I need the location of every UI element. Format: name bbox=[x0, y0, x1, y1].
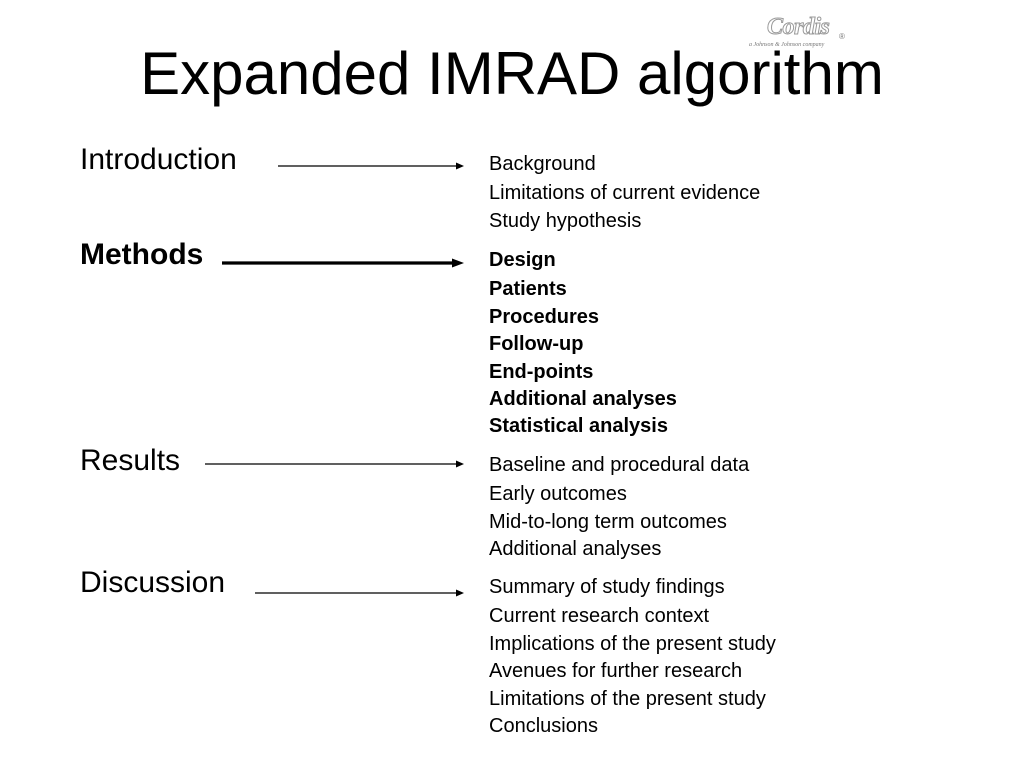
arrow-introduction bbox=[278, 162, 464, 170]
arrow-methods bbox=[222, 258, 464, 268]
section-label-results: Results bbox=[80, 444, 181, 477]
list-item: End-points bbox=[489, 360, 594, 383]
cordis-logo: Cordis ® a Johnson & Johnson company bbox=[745, 14, 855, 54]
arrow-results bbox=[205, 460, 464, 468]
list-item: Statistical analysis bbox=[489, 415, 668, 438]
list-item: Patients bbox=[489, 278, 567, 301]
list-item: Summary of study findings bbox=[489, 576, 725, 598]
logo-registered-mark: ® bbox=[839, 32, 845, 41]
list-item: Procedures bbox=[489, 305, 600, 328]
logo-wordmark: Cordis bbox=[766, 14, 830, 41]
arrow-discussion bbox=[255, 589, 464, 597]
items-results: Baseline and procedural data Early outco… bbox=[489, 452, 749, 564]
list-item: Early outcomes bbox=[489, 483, 627, 506]
items-introduction: Background Limitations of current eviden… bbox=[489, 151, 760, 235]
list-item: Limitations of current evidence bbox=[489, 182, 761, 205]
list-item: Additional analyses bbox=[489, 538, 662, 561]
items-methods: Design Patients Procedures Follow-up End… bbox=[489, 247, 677, 441]
list-item: Design bbox=[489, 249, 556, 271]
list-item: Current research context bbox=[489, 605, 710, 628]
section-label-methods: Methods bbox=[80, 238, 204, 271]
list-item: Additional analyses bbox=[489, 388, 677, 411]
list-item: Background bbox=[489, 153, 596, 175]
list-item: Follow-up bbox=[489, 333, 584, 356]
slide-title: Expanded IMRAD algorithm bbox=[140, 40, 884, 107]
items-discussion: Summary of study findings Current resear… bbox=[489, 574, 776, 740]
list-item: Implications of the present study bbox=[489, 632, 776, 655]
list-item: Baseline and procedural data bbox=[489, 454, 750, 476]
list-item: Limitations of the present study bbox=[489, 687, 766, 710]
list-item: Conclusions bbox=[489, 715, 598, 738]
list-item: Mid-to-long term outcomes bbox=[489, 510, 727, 533]
section-label-introduction: Introduction bbox=[80, 143, 237, 176]
list-item: Avenues for further research bbox=[489, 660, 743, 683]
logo-tagline: a Johnson & Johnson company bbox=[749, 42, 825, 48]
section-label-discussion: Discussion bbox=[80, 566, 226, 599]
list-item: Study hypothesis bbox=[489, 209, 642, 232]
